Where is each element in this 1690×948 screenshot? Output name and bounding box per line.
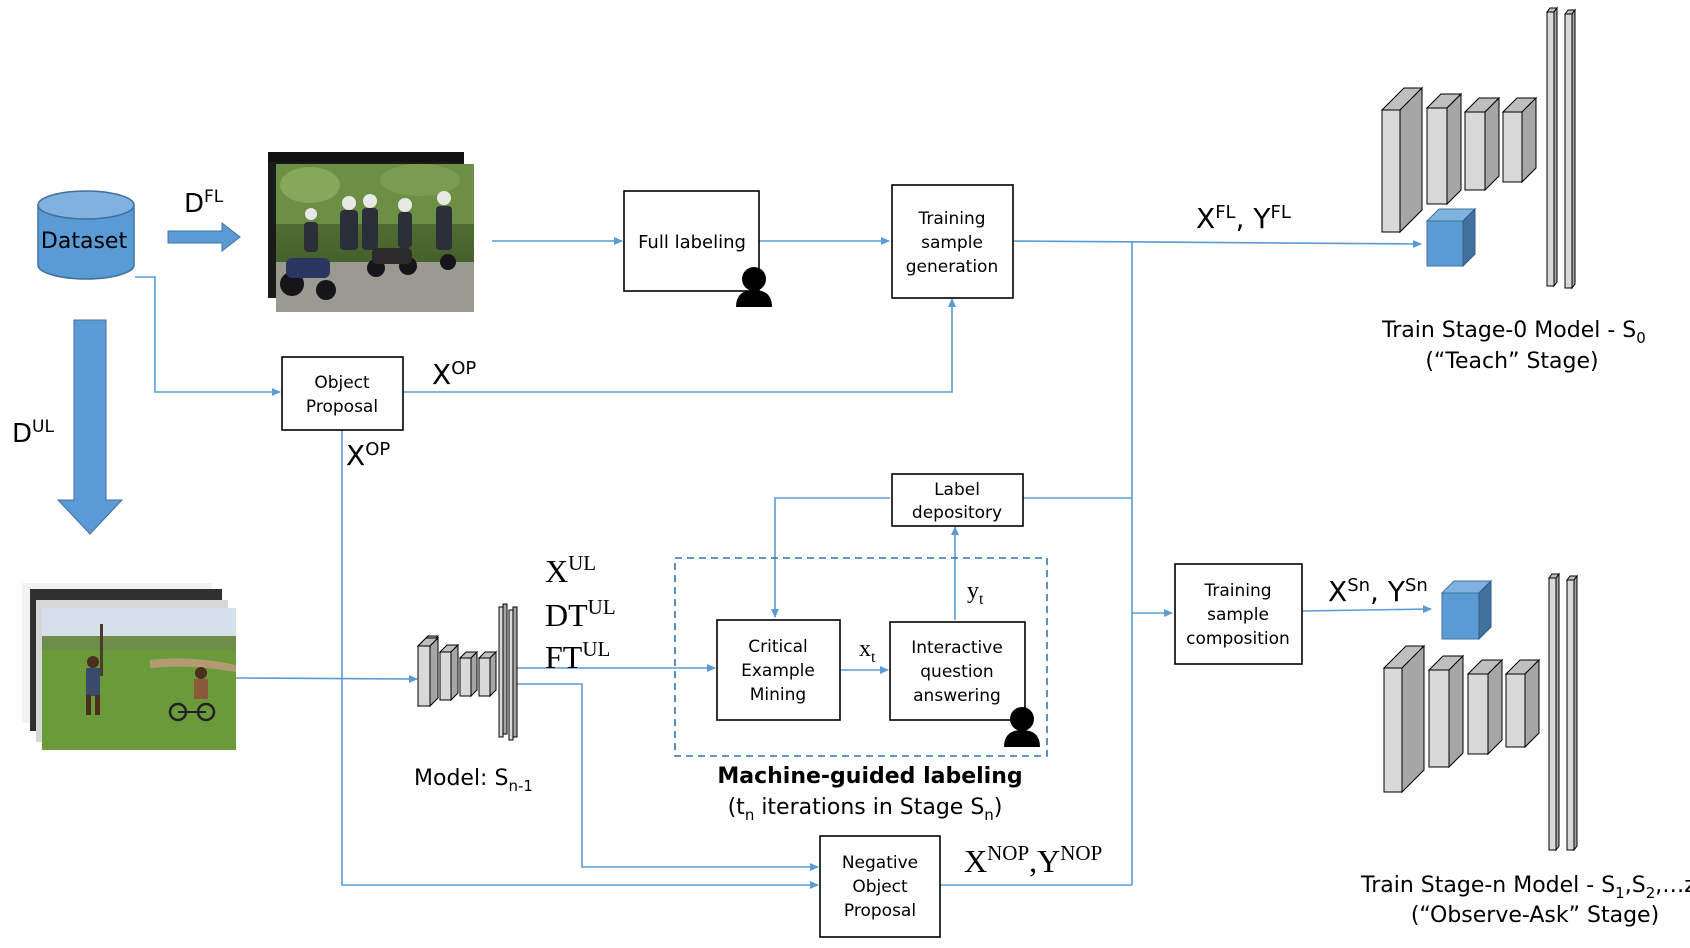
svg-text:Training: Training	[917, 209, 985, 229]
edge-label-depository-to-cem	[771, 497, 890, 618]
y-t-label: yt	[967, 578, 984, 608]
edge-tsc-to-stagen	[1300, 605, 1432, 614]
stagen-subtitle: (“Observe-Ask” Stage)	[1411, 903, 1659, 928]
stagen-network	[1382, 572, 1578, 852]
x-sn-y-sn-label: XSn, YSn	[1328, 575, 1428, 608]
svg-text:depository: depository	[912, 503, 1002, 523]
database-icon: Dataset	[37, 190, 135, 280]
arrow-d-fl	[167, 221, 241, 253]
stagen-title: Train Stage-n Model - S1,S2,…zSN	[1360, 873, 1690, 902]
stage0-network	[1380, 6, 1576, 290]
d-fl-label: DFL	[184, 187, 224, 219]
model-sn-1-label: Model: Sn-1	[414, 766, 533, 795]
stage0-title: Train Stage-0 Model - S0	[1381, 318, 1646, 347]
dt-ul-label: DTUL	[545, 595, 616, 633]
machine-guided-title: Machine-guided labeling	[717, 764, 1022, 789]
training-sample-generation-box: Training sample generation	[891, 184, 1014, 299]
machine-guided-subtitle: (tn iterations in Stage Sn)	[728, 795, 1003, 824]
svg-text:Mining: Mining	[750, 685, 806, 705]
svg-text:sample: sample	[1207, 605, 1269, 625]
object-proposal-box: Object Proposal	[281, 356, 404, 431]
x-op-right-label: XOP	[432, 358, 476, 391]
x-nop-y-nop-label: XNOP,YNOP	[964, 841, 1102, 879]
edge-image-to-model	[235, 674, 418, 683]
machine-guided-frame	[674, 557, 1048, 757]
person-icon	[1004, 707, 1040, 747]
svg-text:Negative: Negative	[842, 853, 918, 873]
svg-text:composition: composition	[1186, 629, 1290, 649]
svg-text:Object: Object	[852, 877, 908, 897]
connectors	[135, 237, 1432, 889]
edge-object-proposal-to-tsg	[403, 298, 956, 393]
x-op-down-label: XOP	[346, 439, 390, 472]
svg-text:Critical: Critical	[748, 637, 807, 657]
x-ul-label: XUL	[545, 551, 596, 589]
model-sn-1-network	[416, 603, 518, 741]
svg-text:generation: generation	[906, 257, 998, 277]
edge-tsg-to-stage0	[1012, 239, 1422, 248]
svg-text:Label: Label	[934, 480, 980, 500]
x-fl-y-fl-label: XFL, YFL	[1196, 202, 1291, 235]
svg-text:Full labeling: Full labeling	[638, 232, 746, 253]
svg-text:Example: Example	[741, 661, 815, 681]
person-icon	[736, 267, 772, 307]
edge-object-proposal-to-nop	[341, 430, 819, 889]
svg-text:sample: sample	[921, 233, 983, 253]
dataset-label: Dataset	[41, 229, 128, 254]
svg-text:Training: Training	[1203, 581, 1271, 601]
photo-stack-field	[22, 583, 236, 750]
photo-stack-motorbikes	[268, 152, 474, 312]
svg-text:Proposal: Proposal	[306, 397, 378, 417]
d-ul-label: DUL	[12, 417, 54, 449]
svg-text:Interactive: Interactive	[911, 638, 1003, 658]
critical-example-mining-box: Critical Example Mining	[716, 619, 841, 721]
training-sample-composition-box: Training sample composition	[1174, 563, 1303, 665]
svg-text:question: question	[920, 662, 993, 682]
x-t-label: xt	[859, 636, 876, 666]
ft-ul-label: FTUL	[545, 637, 610, 675]
svg-text:Object: Object	[314, 373, 370, 393]
interactive-question-answering-box: Interactive question answering	[889, 621, 1026, 721]
svg-text:Proposal: Proposal	[844, 901, 916, 921]
stage0-subtitle: (“Teach” Stage)	[1425, 349, 1598, 374]
full-labeling-box: Full labeling	[623, 190, 760, 292]
svg-text:answering: answering	[913, 686, 1001, 706]
label-depository-box: Label depository	[891, 473, 1024, 527]
negative-object-proposal-box: Negative Object Proposal	[819, 835, 941, 938]
arrow-d-ul	[56, 319, 124, 535]
edge-dataset-to-object-proposal	[135, 276, 281, 396]
edge-model-to-nop	[514, 683, 819, 871]
